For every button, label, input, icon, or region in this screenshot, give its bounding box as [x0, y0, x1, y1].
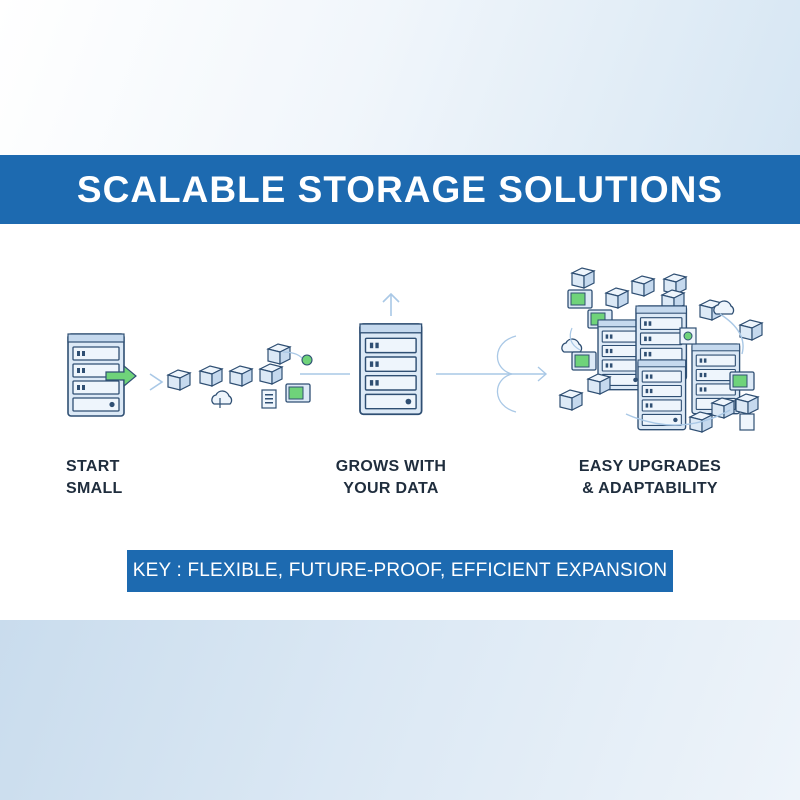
stage-label-line: START: [66, 458, 120, 475]
adaptable-server-cluster-icon: [559, 267, 763, 433]
stage-label-line: SMALL: [66, 480, 123, 497]
arrow-icon: [149, 373, 164, 391]
top-background: [0, 0, 800, 155]
page-title: SCALABLE STORAGE SOLUTIONS: [76, 168, 724, 210]
key-banner: KEY : FLEXIBLE, FUTURE-PROOF, EFFICIENT …: [127, 550, 673, 592]
bottom-background: [0, 620, 800, 800]
start-small-server-icon: [67, 333, 137, 417]
key-text: KEY : FLEXIBLE, FUTURE-PROOF, EFFICIENT …: [132, 560, 668, 581]
arrow-icon: [436, 335, 548, 413]
storage-block-icons: [167, 343, 313, 409]
title-banner: SCALABLE STORAGE SOLUTIONS: [0, 155, 800, 224]
stage-label-line: & ADAPTABILITY: [582, 480, 718, 497]
stage-label-upgrades: EASY UPGRADES & ADAPTABILITY: [574, 456, 726, 500]
stage-label-line: EASY UPGRADES: [578, 458, 722, 475]
stage-label-line: GROWS WITH: [335, 458, 447, 475]
grows-server-icon: [359, 292, 423, 416]
storage-growth-diagram: [67, 267, 763, 433]
stage-label-start: START SMALL: [66, 456, 123, 500]
diagram-panel: START SMALL GROWS WITH YOUR DATA EASY UP…: [0, 224, 800, 620]
stage-label-grows: GROWS WITH YOUR DATA: [330, 456, 452, 500]
stage-label-line: YOUR DATA: [343, 480, 439, 497]
